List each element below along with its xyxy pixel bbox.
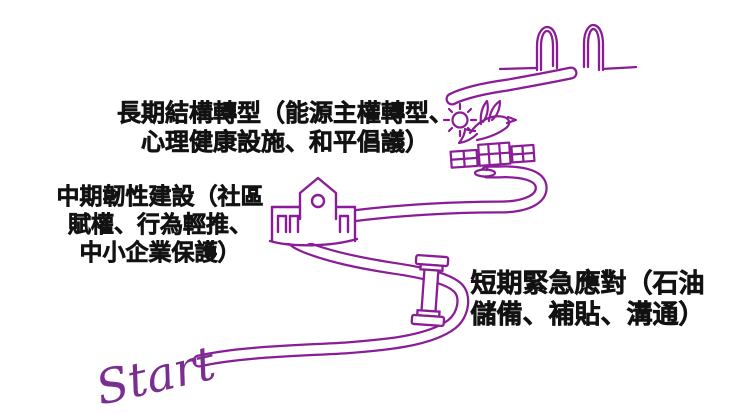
- long-term-label-line1: 長期結構轉型（能源主權轉型、: [117, 101, 454, 128]
- long-term-label: 長期結構轉型（能源主權轉型、 心理健康設施、和平倡議）: [100, 100, 470, 158]
- mid-term-label-line3: 中小企業保護）: [79, 240, 241, 266]
- mid-term-label-line1: 中期韌性建設（社區: [56, 184, 264, 210]
- long-term-label-line2: 心理健康設施、和平倡議）: [141, 130, 430, 157]
- solar-panel-icon: [449, 141, 536, 178]
- start-script-text: Start: [91, 336, 221, 413]
- community-building-icon: [268, 176, 359, 247]
- mid-term-label: 中期韌性建設（社區 賦權、行為輕推、 中小企業保護）: [34, 183, 286, 267]
- winding-road: [192, 66, 578, 368]
- dove-icon: [457, 99, 518, 145]
- short-term-label-line2: 儲備、補貼、溝通）: [470, 300, 705, 330]
- short-term-label: 短期緊急應對（石油 儲備、補貼、溝通）: [440, 268, 735, 330]
- gate-icon: [498, 23, 638, 72]
- mid-term-label-line2: 賦權、行為輕推、: [68, 212, 253, 238]
- column-icon: [410, 253, 450, 328]
- short-term-label-line1: 短期緊急應對（石油: [470, 269, 705, 299]
